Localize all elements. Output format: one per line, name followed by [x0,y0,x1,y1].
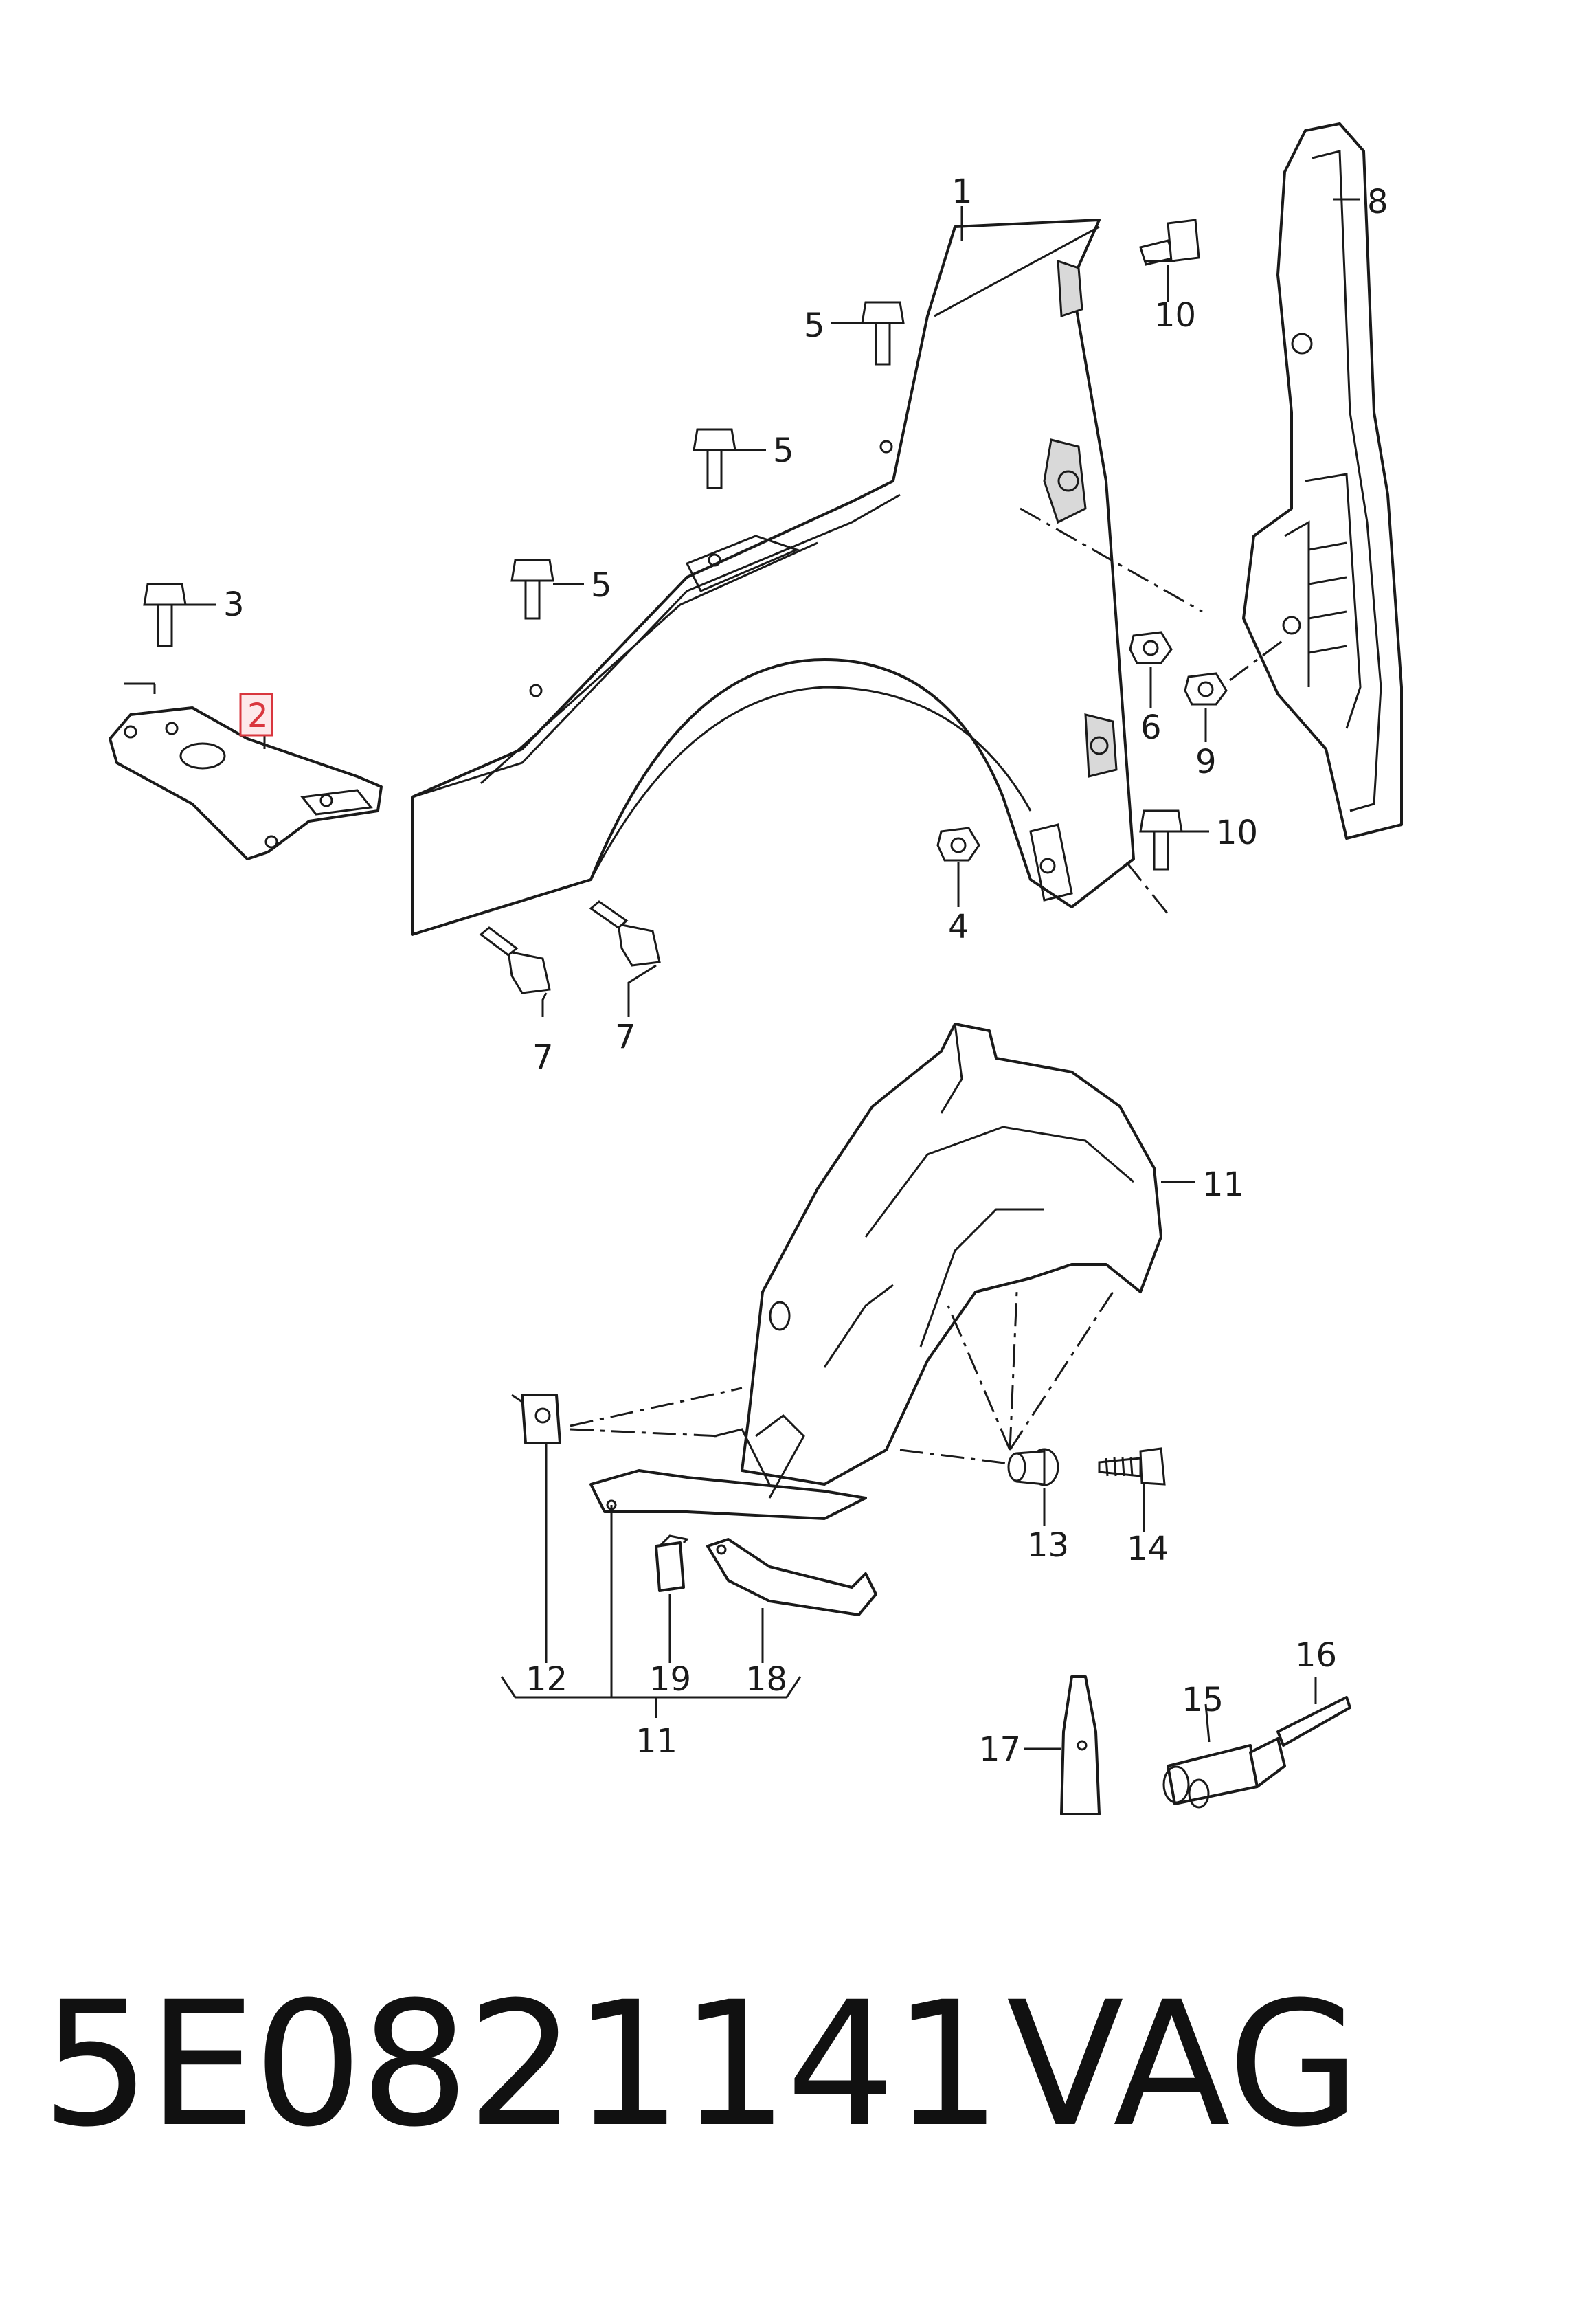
brand-name: VAG [1006,1965,1361,2165]
bolt-10a [1139,219,1200,266]
callout-9: 9 [1195,743,1217,781]
callout-11-bottom: 11 [635,1722,677,1761]
clip-part [511,1394,561,1444]
callout-5-low: 5 [591,566,612,605]
bolt-7a [479,926,551,994]
expanding-nut [1007,1448,1059,1486]
callout-14: 14 [1127,1530,1169,1568]
strip-part [706,1538,877,1616]
tapping-screw [1098,1447,1166,1486]
callout-5-top: 5 [804,306,825,345]
bolt-5b [693,428,736,489]
callout-7-left: 7 [532,1038,554,1077]
leader-lines [124,198,1360,1750]
wheelhouse-liner [589,1023,1162,1520]
callout-10-top: 10 [1154,296,1196,335]
callout-6: 6 [1140,708,1162,747]
bolt-5c [510,559,554,620]
callout-8: 8 [1367,183,1388,221]
pad-part [655,1534,690,1592]
callout-10-low: 10 [1216,814,1258,852]
bolt-3 [143,583,187,647]
callout-16: 16 [1295,1636,1337,1675]
callout-7-right: 7 [615,1018,636,1056]
callout-19: 19 [649,1660,691,1699]
callout-5-mid: 5 [773,432,794,470]
fender-seal [1242,122,1403,840]
callout-3: 3 [223,585,245,624]
nut-4 [936,827,980,862]
callout-labels: 1 2 3 4 5 5 5 6 7 7 8 9 10 10 11 11 12 1… [223,172,1388,1769]
callout-13: 13 [1027,1526,1069,1565]
nut-9 [1184,672,1228,706]
callout-17: 17 [979,1730,1021,1769]
sealant-tube [1060,1675,1101,1815]
fender-bracket [109,706,383,860]
bolt-7b [589,900,661,967]
callout-11-top: 11 [1202,1165,1244,1204]
mixing-nozzle [1276,1696,1351,1747]
callout-12: 12 [526,1660,567,1699]
cartridge [1162,1737,1286,1809]
assembly-lines [570,507,1285,1465]
part-number: 5E0821141 [41,1965,1002,2165]
bolt-10b [1139,809,1183,871]
callout-15: 15 [1182,1681,1224,1719]
callout-2-highlight [239,693,273,737]
fender [411,219,1135,936]
callout-2: 2 [247,697,269,735]
bolt-5a [861,301,905,366]
nut-6 [1129,631,1173,664]
callout-4: 4 [948,908,969,946]
callout-18: 18 [745,1660,787,1699]
callout-1: 1 [952,172,973,211]
